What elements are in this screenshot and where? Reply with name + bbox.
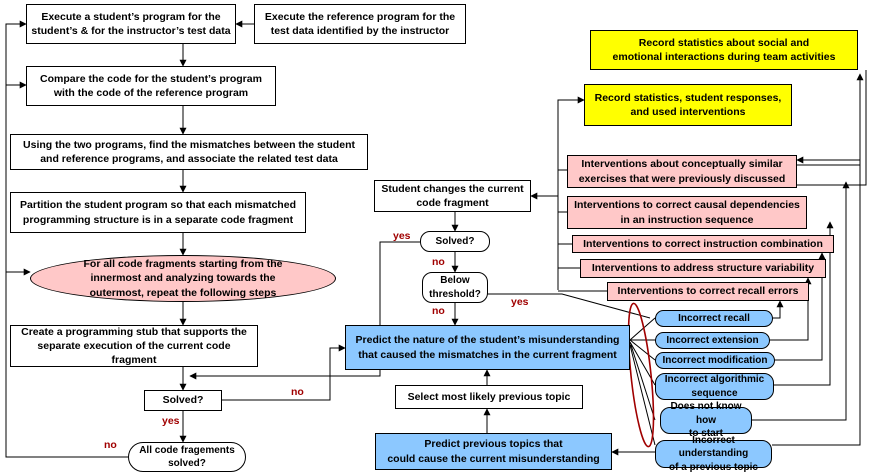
edge-interventions-to-student: [557, 96, 585, 290]
edge-understanding-to-int: [772, 156, 861, 446]
intervention-recall-errors: Interventions to correct recall errors: [607, 282, 809, 301]
no-label-solved-left: no: [291, 386, 304, 398]
intervention-causal-dependencies: Interventions to correct causal dependen…: [567, 196, 807, 229]
execute-reference-program-box: Execute the reference program for the te…: [254, 4, 466, 44]
intervention-structure-variability: Interventions to address structure varia…: [580, 259, 826, 278]
edge-allsolved-no-loop: [5, 20, 128, 458]
misunderstanding-group-oval: [627, 302, 655, 448]
misunderstanding-incorrect-recall: Incorrect recall: [655, 310, 773, 327]
create-stub-box: Create a programming stub that supports …: [10, 325, 258, 367]
student-changes-box: Student changes the current code fragmen…: [374, 180, 531, 212]
no-label-all-solved: no: [104, 439, 117, 451]
for-all-fragments-ellipse: For all code fragments starting from the…: [30, 255, 336, 302]
edge-int1-to-social: [797, 70, 867, 186]
edge-start-to-int: [752, 181, 850, 421]
find-mismatches-box: Using the two programs, find the mismatc…: [10, 134, 368, 170]
solved-left-decision: Solved?: [144, 390, 222, 411]
misunderstanding-does-not-know-start: Does not know how to start: [660, 401, 752, 439]
edge-modification-to-int: [775, 252, 826, 361]
intervention-conceptually-similar: Interventions about conceptually similar…: [567, 155, 797, 188]
solved-mid-decision: Solved?: [420, 231, 490, 252]
predict-previous-box: Predict previous topics that could cause…: [375, 433, 612, 470]
edge-algorithmic-to-int: [774, 221, 834, 386]
yes-label-solved-mid: yes: [393, 230, 411, 242]
misunderstanding-incorrect-extension: Incorrect extension: [655, 332, 770, 349]
yes-label-solved-left: yes: [162, 415, 180, 427]
edge-solved-no-to-predict: [222, 344, 346, 401]
misunderstanding-previous-topic: Incorrect understanding of a previous to…: [655, 435, 772, 473]
execute-student-program-box: Execute a student’s program for the stud…: [26, 4, 236, 44]
edge-predict-fan: [629, 317, 656, 446]
compare-code-box: Compare the code for the student’s progr…: [26, 66, 276, 106]
yes-label-threshold: yes: [511, 296, 529, 308]
edge-int-to-social: [797, 73, 864, 166]
edge-recall-to-int: [773, 300, 784, 319]
record-social-box: Record statistics about social and emoti…: [590, 30, 858, 70]
select-topic-box: Select most likely previous topic: [395, 385, 583, 409]
partition-program-box: Partition the student program so that ea…: [10, 192, 306, 233]
predict-nature-box: Predict the nature of the student’s misu…: [345, 325, 630, 370]
all-solved-decision: All code fragements solved?: [128, 442, 246, 472]
edge-solved-mid-yes: [189, 241, 420, 380]
record-statistics-box: Record statistics, student responses, an…: [584, 84, 792, 126]
misunderstanding-incorrect-algorithmic: Incorrect algorithmic sequence: [655, 373, 774, 400]
below-threshold-decision: Below threshold?: [422, 272, 488, 303]
intervention-instruction-combination: Interventions to correct instruction com…: [572, 235, 834, 253]
no-label-solved-mid: no: [432, 256, 445, 268]
misunderstanding-incorrect-modification: Incorrect modification: [655, 352, 775, 369]
no-label-threshold: no: [432, 305, 445, 317]
edge-threshold-yes: [487, 293, 651, 319]
